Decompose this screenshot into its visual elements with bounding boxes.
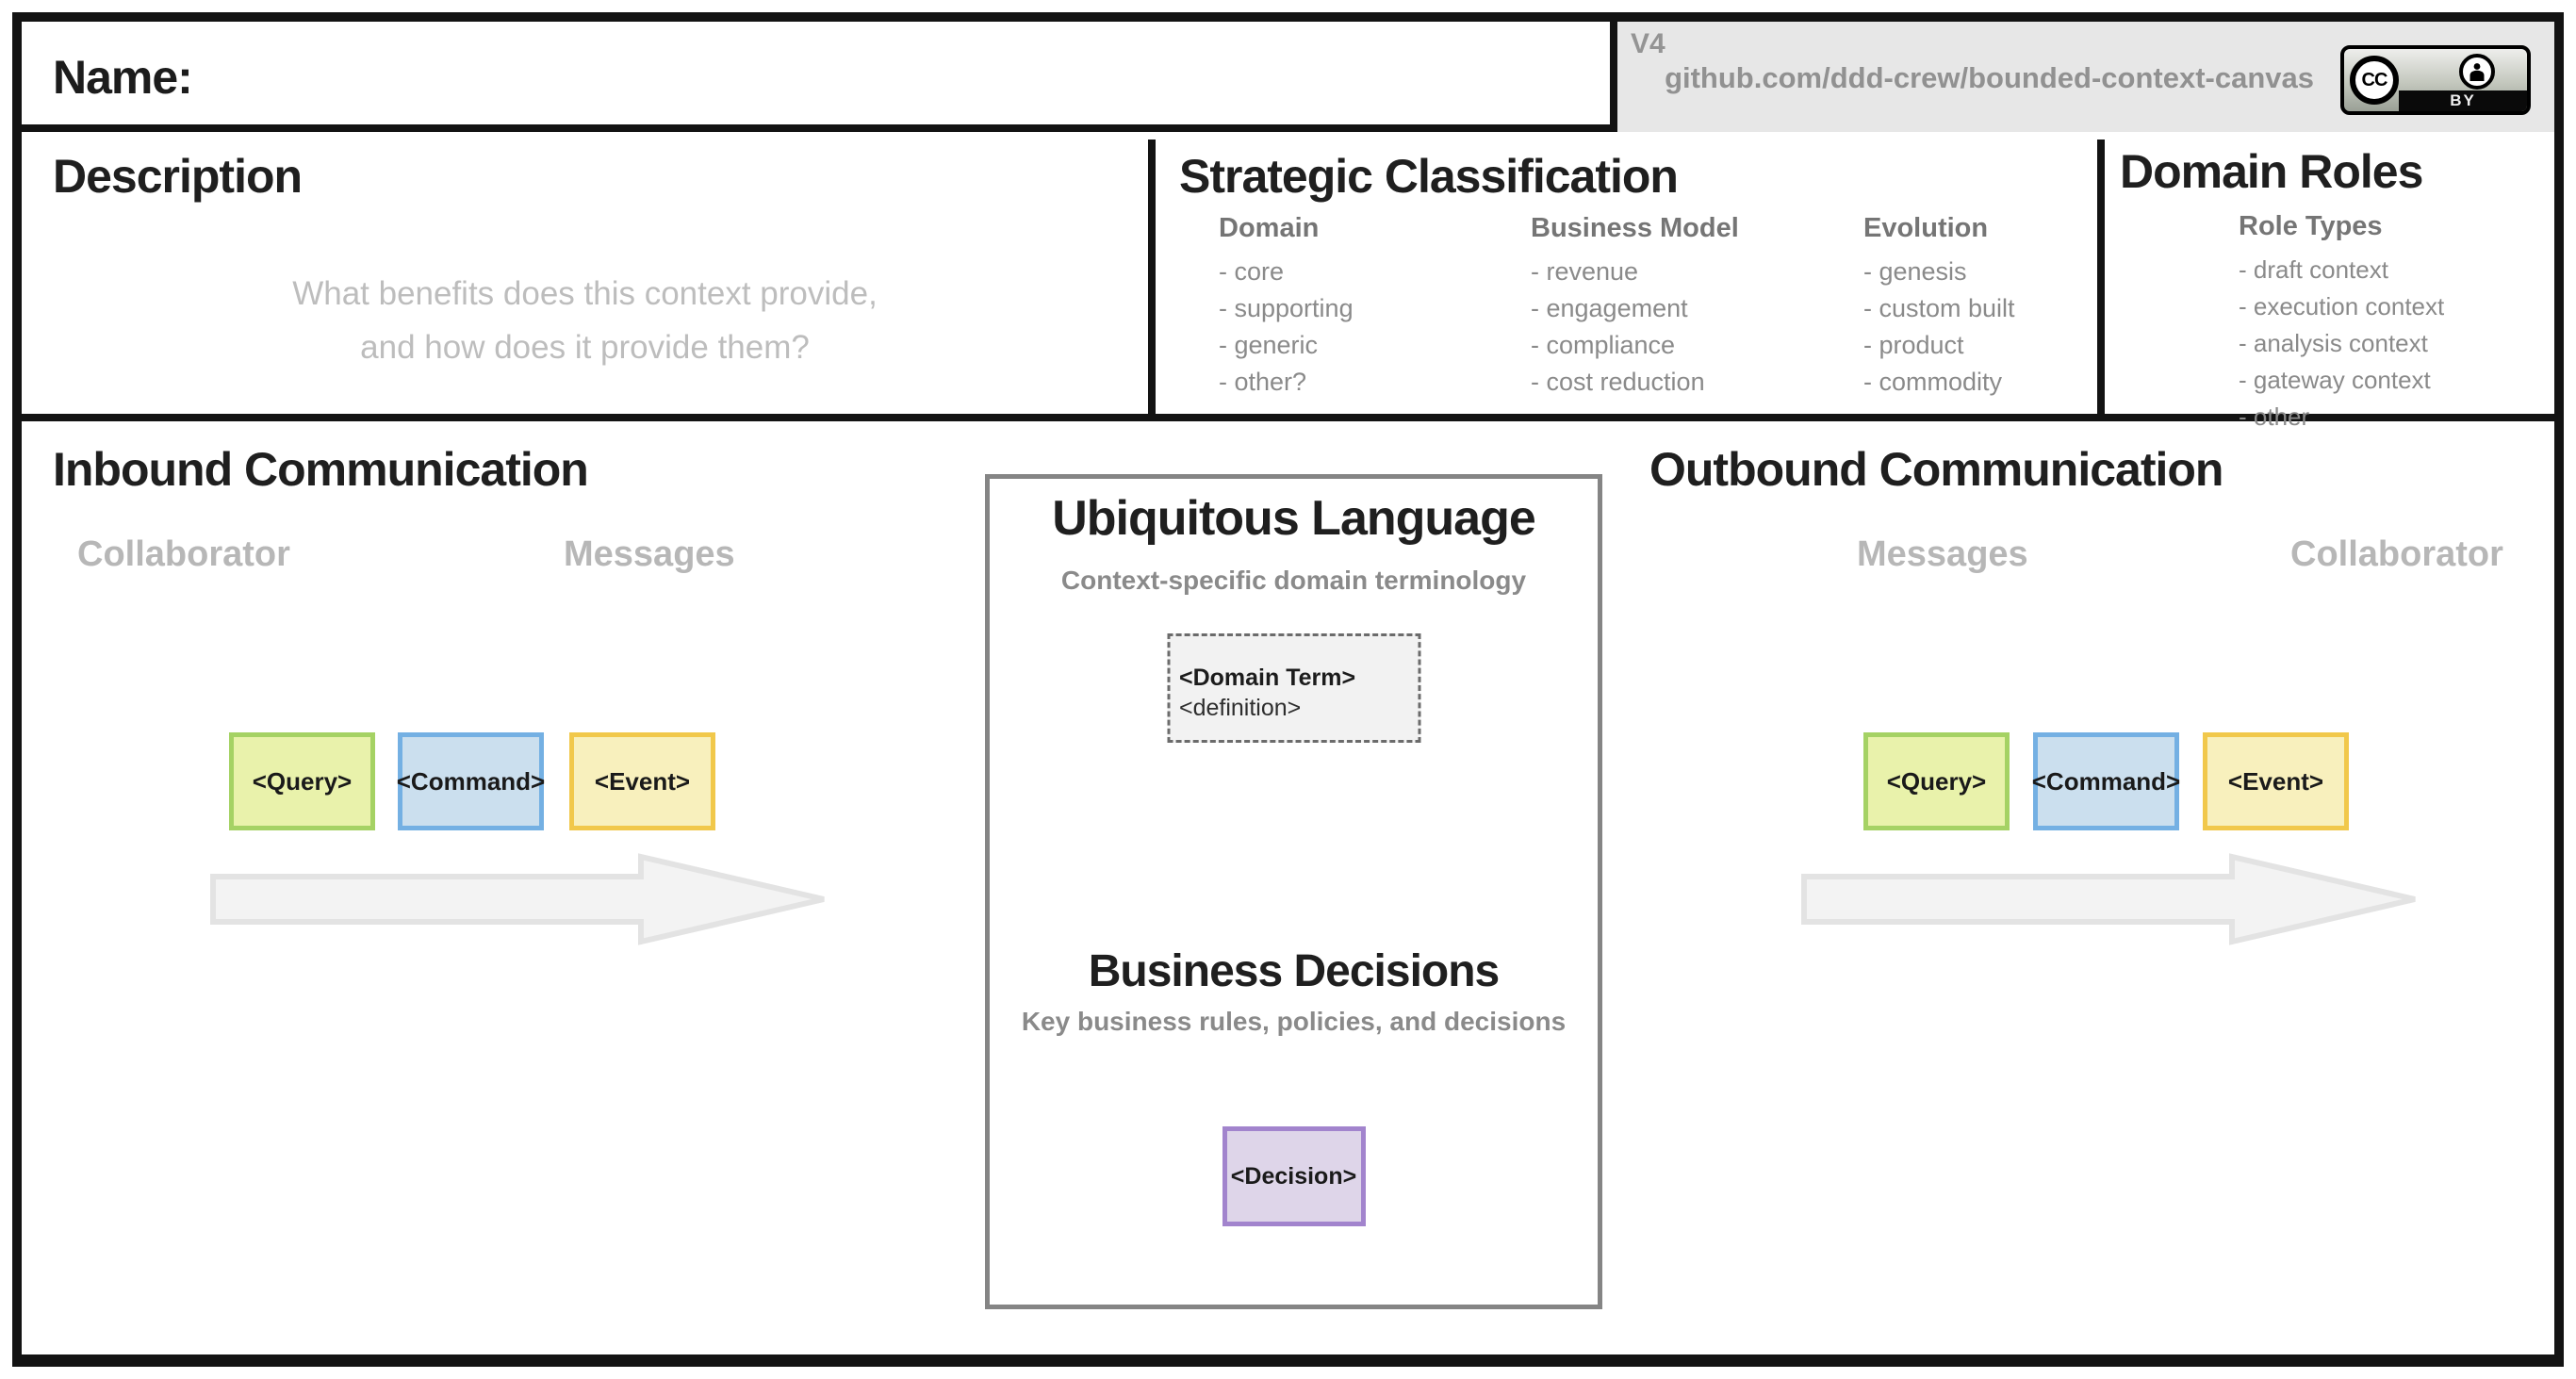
role-type-option[interactable]: - analysis context xyxy=(2239,329,2428,357)
inbound-flow-arrow-icon xyxy=(210,853,825,945)
ubiquitous-language-title: Ubiquitous Language xyxy=(1052,491,1536,546)
domain-option[interactable]: - other? xyxy=(1219,368,1307,396)
domain-term-card[interactable]: <Domain Term> <definition> xyxy=(1167,633,1420,743)
definition-label: <definition> xyxy=(1179,695,1302,721)
domain-option[interactable]: - generic xyxy=(1219,331,1319,359)
domain-option[interactable]: - supporting xyxy=(1219,294,1354,322)
domain-option[interactable]: - core xyxy=(1219,257,1285,286)
version-label: V4 xyxy=(1631,28,1665,59)
business-model-option[interactable]: - engagement xyxy=(1531,294,1688,322)
outbound-command-chip[interactable]: <Command> xyxy=(2032,732,2180,830)
description-placeholder-line: and how does it provide them? xyxy=(360,329,810,366)
name-section[interactable]: Name: xyxy=(22,22,1610,132)
role-type-option[interactable]: - gateway context xyxy=(2239,366,2431,394)
evolution-column: Evolution - genesis - custom built - pro… xyxy=(1863,213,2015,401)
outbound-collaborator-label: Collaborator xyxy=(2290,534,2503,574)
name-label: Name: xyxy=(53,51,193,104)
inbound-command-chip[interactable]: <Command> xyxy=(397,732,545,830)
strategic-classification-title: Strategic Classification xyxy=(1179,150,1679,203)
license-by-label: BY xyxy=(2399,90,2527,111)
cc-logo-icon: CC xyxy=(2350,56,2399,105)
business-model-option[interactable]: - revenue xyxy=(1531,257,1639,286)
evolution-option[interactable]: - commodity xyxy=(1863,368,2003,396)
role-type-option[interactable]: - other xyxy=(2239,402,2310,431)
inbound-event-chip[interactable]: <Event> xyxy=(569,732,715,830)
communication-row: Inbound Communication Collaborator Messa… xyxy=(22,429,2554,1354)
person-icon xyxy=(2469,63,2485,81)
cc-by-license-badge[interactable]: CC BY xyxy=(2340,45,2531,115)
decision-chip[interactable]: <Decision> xyxy=(1222,1126,1366,1226)
bounded-context-canvas: Name: V4 github.com/ddd-crew/bounded-con… xyxy=(12,12,2564,1367)
role-types-heading: Role Types xyxy=(2239,211,2383,241)
outbound-event-chip[interactable]: <Event> xyxy=(2203,732,2349,830)
evolution-option[interactable]: - product xyxy=(1863,331,1964,359)
version-banner: V4 github.com/ddd-crew/bounded-context-c… xyxy=(1610,22,2554,132)
ubiquitous-language-panel: Ubiquitous Language Context-specific dom… xyxy=(985,474,1602,1309)
description-title: Description xyxy=(53,150,303,203)
evolution-option[interactable]: - genesis xyxy=(1863,257,1967,286)
role-type-option[interactable]: - draft context xyxy=(2239,255,2388,284)
business-decisions-subtitle: Key business rules, policies, and decisi… xyxy=(1021,1007,1567,1036)
ubiquitous-language-subtitle: Context-specific domain terminology xyxy=(1060,566,1527,595)
evolution-column-heading: Evolution xyxy=(1863,213,1989,243)
role-type-option[interactable]: - execution context xyxy=(2239,292,2445,320)
description-placeholder-line: What benefits does this context provide, xyxy=(292,275,878,312)
business-model-option[interactable]: - compliance xyxy=(1531,331,1676,359)
inbound-communication-title: Inbound Communication xyxy=(53,443,589,496)
inbound-collaborator-label: Collaborator xyxy=(77,534,290,574)
business-model-option[interactable]: - cost reduction xyxy=(1531,368,1705,396)
classification-row: Description What benefits does this cont… xyxy=(22,140,2554,431)
strategic-classification-section: Strategic Classification Domain - core -… xyxy=(1148,140,2097,421)
business-model-column: Business Model - revenue - engagement - … xyxy=(1531,213,1739,401)
outbound-query-chip[interactable]: <Query> xyxy=(1863,732,2010,830)
inbound-query-chip[interactable]: <Query> xyxy=(229,732,375,830)
role-types-column: Role Types - draft context - execution c… xyxy=(2239,211,2444,435)
domain-column-heading: Domain xyxy=(1219,213,1320,243)
domain-term-label: <Domain Term> xyxy=(1179,665,1356,691)
evolution-option[interactable]: - custom built xyxy=(1863,294,2015,322)
attribution-person-icon xyxy=(2459,54,2495,90)
business-model-column-heading: Business Model xyxy=(1531,213,1739,243)
domain-roles-section: Domain Roles Role Types - draft context … xyxy=(2097,140,2554,431)
description-placeholder[interactable]: What benefits does this context provide,… xyxy=(22,267,1148,374)
outbound-messages-label: Messages xyxy=(1857,534,2028,574)
repo-url-link[interactable]: github.com/ddd-crew/bounded-context-canv… xyxy=(1665,61,2314,94)
outbound-flow-arrow-icon xyxy=(1801,853,2416,945)
domain-roles-title: Domain Roles xyxy=(2120,145,2423,198)
outbound-communication-title: Outbound Communication xyxy=(1649,443,2223,496)
description-section: Description What benefits does this cont… xyxy=(22,140,1148,421)
domain-column: Domain - core - supporting - generic - o… xyxy=(1219,213,1354,401)
inbound-messages-label: Messages xyxy=(564,534,735,574)
header-row: Name: V4 github.com/ddd-crew/bounded-con… xyxy=(22,22,2554,132)
cc-logo-text: CC xyxy=(2361,69,2388,90)
business-decisions-title: Business Decisions xyxy=(1088,946,1501,996)
